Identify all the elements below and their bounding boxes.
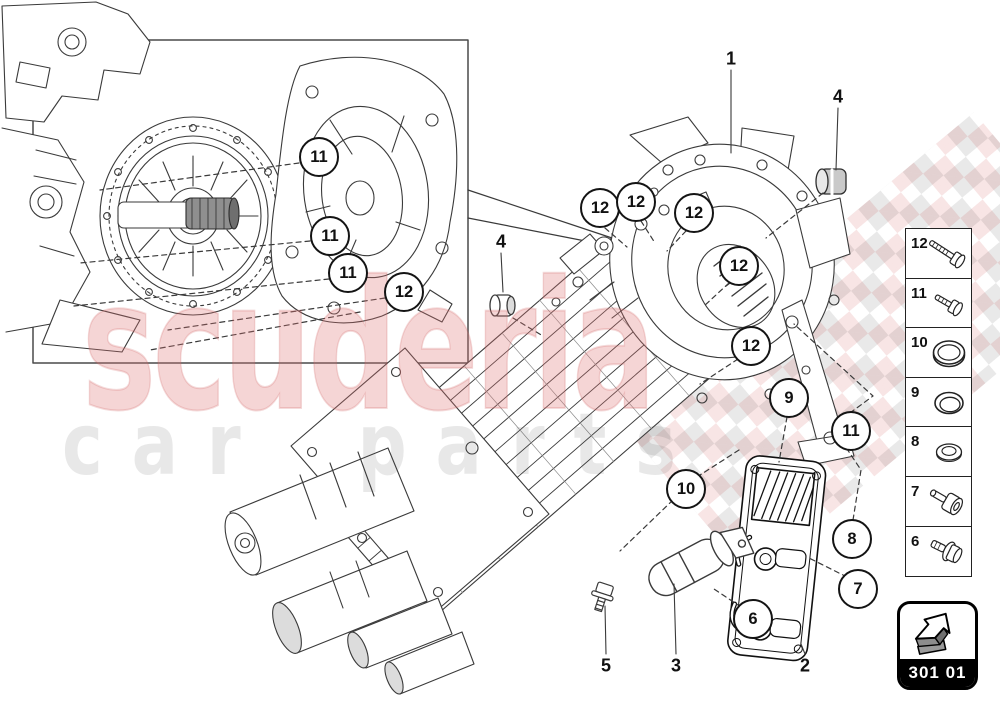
- legend-number: 8: [911, 433, 920, 451]
- callout-11[interactable]: 11: [831, 411, 871, 451]
- callout-9[interactable]: 9: [769, 378, 809, 418]
- direction-arrow-icon: [900, 604, 975, 662]
- legend-number: 12: [911, 235, 928, 252]
- socket-head-bolt-icon: [924, 479, 970, 530]
- callout-8[interactable]: 8: [832, 519, 872, 559]
- actuator-cylinders: [224, 447, 475, 695]
- legend-number: 9: [911, 383, 920, 401]
- callout-6[interactable]: 6: [733, 599, 773, 639]
- callout-10[interactable]: 10: [666, 469, 706, 509]
- diagram-code: 301 01: [900, 659, 975, 687]
- callout-7[interactable]: 7: [838, 569, 878, 609]
- callout-12[interactable]: 12: [616, 182, 656, 222]
- inset-bell-housing: [270, 56, 458, 324]
- clutch-bolt-ring: [103, 124, 283, 308]
- callout-12[interactable]: 12: [674, 193, 714, 233]
- part-label-4[interactable]: 4: [832, 86, 844, 107]
- legend-row-9: 9: [905, 376, 972, 431]
- callout-11[interactable]: 11: [299, 137, 339, 177]
- solid-leader-lines: [500, 69, 839, 655]
- callout-11[interactable]: 11: [310, 216, 350, 256]
- plug-left: [489, 294, 516, 317]
- callout-12[interactable]: 12: [731, 326, 771, 366]
- part-label-3[interactable]: 3: [670, 655, 682, 676]
- part-label-4[interactable]: 4: [495, 231, 507, 252]
- washer-icon: [924, 429, 970, 480]
- legend-row-6: 6: [905, 525, 972, 580]
- legend-number: 6: [911, 532, 920, 550]
- legend-row-8: 8: [905, 426, 972, 480]
- engine-fragment: [1, 1, 151, 353]
- legend-number: 11: [911, 284, 927, 302]
- fasteners-legend: 12 11: [905, 228, 972, 577]
- part-label-1[interactable]: 1: [725, 48, 737, 69]
- part-label-2[interactable]: 2: [799, 655, 811, 676]
- seal-ring-icon: [924, 380, 970, 431]
- plug-right: [815, 168, 847, 196]
- sensor: [648, 526, 755, 597]
- cooler-core: [750, 466, 816, 527]
- hex-flange-bolt-long-icon: [924, 231, 970, 282]
- drain-bolt: [591, 581, 614, 613]
- legend-row-12: 12: [905, 228, 972, 279]
- callout-12[interactable]: 12: [719, 246, 759, 286]
- legend-row-7: 7: [905, 476, 972, 530]
- part-label-5[interactable]: 5: [600, 655, 612, 676]
- legend-row-11: 11: [905, 277, 972, 332]
- legend-number: 10: [911, 334, 928, 352]
- front-housing-plate: [290, 347, 550, 613]
- diagram-code-box: 301 01: [897, 601, 978, 690]
- legend-row-10: 10: [905, 327, 972, 381]
- callout-12[interactable]: 12: [580, 188, 620, 228]
- input-shaft: [117, 197, 240, 230]
- inset-leader-lines: [73, 162, 386, 351]
- legend-number: 7: [911, 483, 920, 501]
- hex-flange-bolt-short-icon: [924, 281, 970, 332]
- flange-plug-bolt-icon: [924, 529, 970, 580]
- callout-11[interactable]: 11: [328, 253, 368, 293]
- clutch-assembly: [99, 116, 287, 316]
- callout-12[interactable]: 12: [384, 272, 424, 312]
- seal-ring-large-icon: [924, 330, 970, 381]
